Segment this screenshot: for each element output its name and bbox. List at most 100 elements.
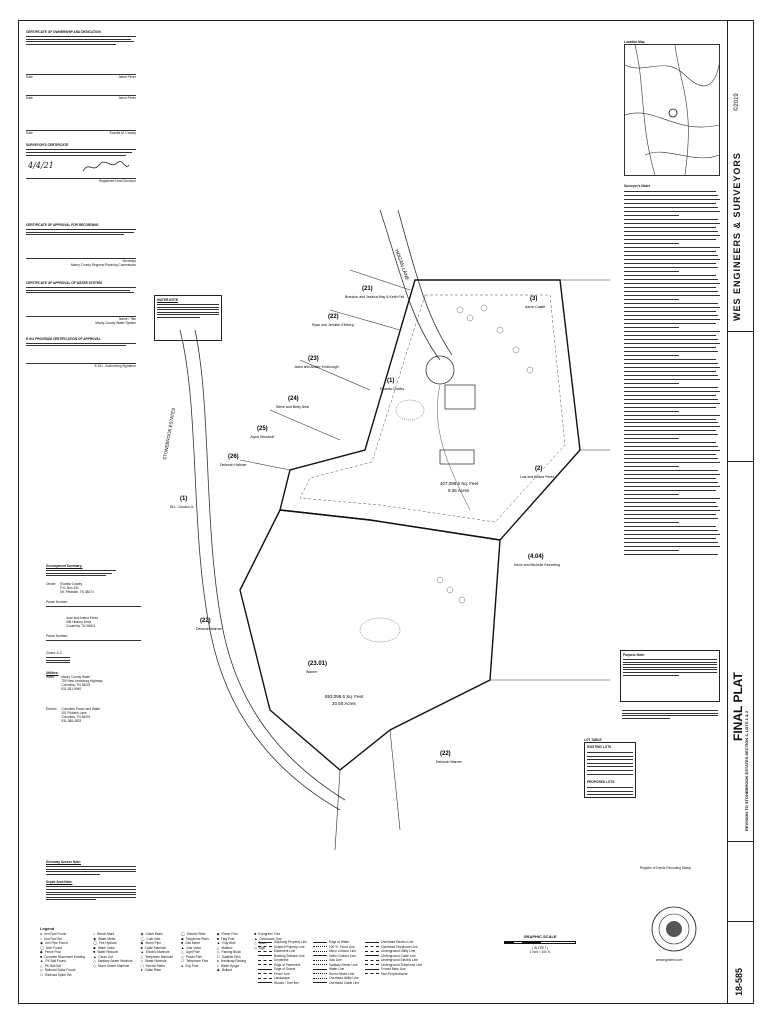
legend-item: ▲PK Nail Found <box>40 959 85 964</box>
legend-symbol-icon: ◇ <box>140 959 144 964</box>
legend-symbol-icon: ■ <box>140 945 143 950</box>
line-legend-item: Edge of Gravel <box>258 967 307 972</box>
water-note-box: WATER NOTE <box>154 295 222 341</box>
legend-label: Water Reducer <box>97 950 119 955</box>
note-text-line <box>624 354 679 356</box>
note-text-line <box>624 414 720 416</box>
note-text-line <box>624 275 716 276</box>
legend-item: ◉Water Meter <box>93 937 132 942</box>
legend-symbol-icon: ◉ <box>216 968 220 973</box>
line-style-swatch <box>258 964 272 966</box>
legend-column: ◯Electric Riser◆Telephone Riser■Gas Mete… <box>181 932 209 977</box>
legend-symbol-icon: ◆ <box>93 945 96 950</box>
e911-label: E-911 - Authorizing Signature <box>94 363 136 368</box>
legend-label: PK Nail Set <box>44 963 62 968</box>
legend-symbol-icon: ◉ <box>40 941 44 946</box>
water-title-label: Name / Title <box>118 316 136 321</box>
legend-label: Storm Sewer Manhole <box>97 963 130 968</box>
graphic-scale-title: GRAPHIC SCALE <box>523 934 557 939</box>
sheet-number: 18-585 <box>734 967 744 996</box>
line-style-swatch <box>258 977 272 979</box>
legend-symbol-icon: △ <box>181 950 184 955</box>
legend-item: ▲Gas Valve <box>181 946 209 951</box>
legend-symbol-icon: ◉ <box>93 936 97 941</box>
line-legend-item: Sanitary Sewer Line <box>312 963 359 968</box>
location-map-graphic <box>624 44 720 176</box>
line-legend-label: Edge of Gravel <box>274 967 296 972</box>
legend-symbol-icon: ◇ <box>254 945 257 950</box>
note-text-line <box>624 294 720 296</box>
legend-label: Water Spigot <box>220 963 240 968</box>
note-text-line <box>624 394 716 396</box>
note-text-line <box>624 255 718 256</box>
legend-item: ◆Water Valve <box>93 946 132 951</box>
line-style-swatch <box>312 977 327 979</box>
legend-item: ○Bench Mark <box>93 932 132 937</box>
note-text-line <box>624 458 718 459</box>
line-legend-label: 100 Yr. Flood Line <box>328 944 355 949</box>
road-edge-west <box>179 329 341 811</box>
legend-label: Gas Meter <box>185 941 201 946</box>
note-text-line <box>624 235 720 236</box>
cert-recording-heading: CERTIFICATE OF APPROVAL FOR RECORDING <box>26 223 99 228</box>
owner-name: Jaime Perez <box>118 75 136 80</box>
note-text-line <box>624 330 720 332</box>
legend-symbol-icon: ◆ <box>40 950 43 955</box>
legend-symbol-icon: ● <box>216 959 219 964</box>
legend-item: ☐Telephone Pole <box>181 959 209 964</box>
lot-label: (1) <box>387 378 394 384</box>
legend-item: ▲Electric Manhole <box>141 950 174 955</box>
note-text-line <box>624 514 716 515</box>
legend-symbol-icon: ○ <box>93 932 96 937</box>
note-text-line <box>624 378 720 380</box>
note-text-line <box>624 490 716 491</box>
adjoining-line <box>334 769 341 851</box>
existing-lots-header: EXISTING LOTS <box>587 745 612 749</box>
note-text-line <box>624 438 679 440</box>
line-legend-item: Subject Property Line <box>258 945 307 950</box>
legend-item: ○Water Spigot <box>217 964 246 969</box>
legend-label: Bollard <box>221 968 232 973</box>
legend-symbol-icon: ◆ <box>181 936 184 941</box>
note-text-line <box>624 243 679 244</box>
lot-label: (21) <box>362 286 373 292</box>
surveyors-notes-title: Surveyor's Notes <box>624 184 651 188</box>
legend-column: ○Bench Mark◉Water Meter◯Fire Hydrant◆Wat… <box>93 932 132 977</box>
adjoining-line <box>349 269 411 291</box>
legend-symbol-icon: △ <box>93 959 96 964</box>
water-system-label: Maury County Water System <box>95 320 136 325</box>
legend-label: Power Pole <box>185 954 203 959</box>
legend-item: △Sanitary Sewer Manhole <box>93 959 132 964</box>
lot-owner: Ryan and Jennifer Ethberg <box>312 323 354 327</box>
line-legend-label: Index Contour Line <box>328 953 356 958</box>
legend-symbol-icon: ● <box>40 932 43 937</box>
note-text-line <box>624 410 679 412</box>
note-text-line <box>624 199 720 200</box>
copyright-year: ©2019 <box>734 93 740 111</box>
line-style-swatch <box>312 959 327 961</box>
lot-label: (26) <box>228 454 239 460</box>
date-label: Date <box>26 75 33 80</box>
website: wesengineers.com <box>656 958 683 962</box>
legend-symbol-icon: ◇ <box>93 963 96 968</box>
legend-label: Cable Riser <box>144 968 162 973</box>
purpose-note: Purpose Note: <box>620 650 720 702</box>
line-legend-item: Edge of Water <box>312 940 359 945</box>
lot-label: (23.01) <box>308 661 327 667</box>
line-legend-label: Building Setback Line <box>274 953 305 958</box>
line-style-swatch <box>258 982 272 984</box>
legend-item: ◇Water Manhole <box>141 959 174 964</box>
legend: Legend ●Iron Rod Found○Iron Rod Set◉Iron… <box>40 926 510 996</box>
handwritten-date: 4/4/21 <box>28 161 54 171</box>
legend-label: Guy Pole <box>185 963 199 968</box>
legend-label: Electric Meter <box>145 963 166 968</box>
legend-label: Sanitary Sewer Manhole <box>97 959 133 964</box>
signature-line <box>26 70 136 76</box>
lot-owner: Deborah Warner <box>436 760 463 764</box>
note-text-line <box>624 374 718 376</box>
note-text-line <box>624 546 720 547</box>
note-text-line <box>624 549 679 551</box>
legend-item: ●Handicap Parking <box>217 959 246 964</box>
legend-label: Clean Out <box>98 954 113 959</box>
legend-label: Electric Riser <box>186 932 206 937</box>
